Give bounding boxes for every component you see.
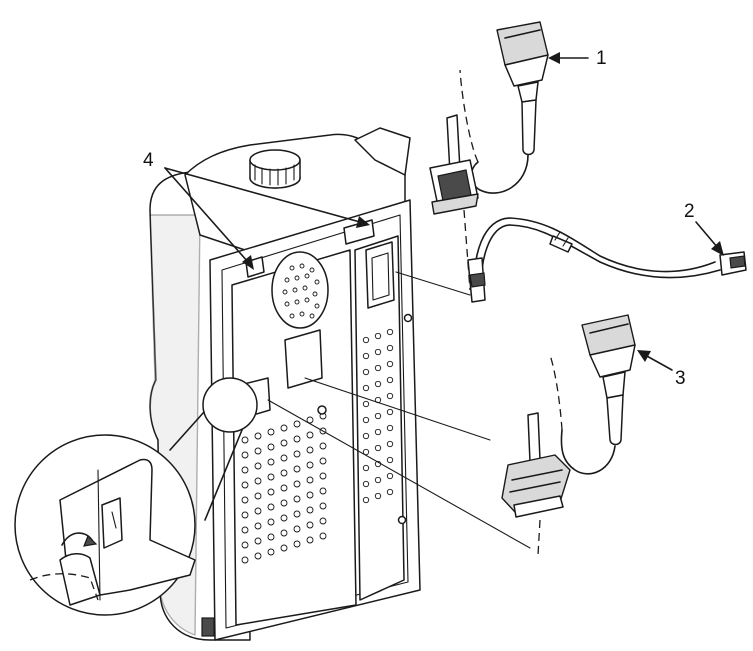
vent-grid-right	[362, 328, 394, 504]
callout-arrows	[164, 52, 724, 371]
callout-label-1: 1	[596, 48, 607, 69]
vent-grid-left	[241, 412, 327, 564]
serial-port	[284, 329, 323, 389]
leader-lines	[267, 271, 531, 549]
knob-icon	[249, 149, 301, 189]
detail-zoom-inset	[14, 377, 258, 616]
fan-grille	[271, 251, 329, 329]
serial-cable-connector	[501, 314, 636, 556]
printer-body	[148, 127, 421, 641]
callout-label-2: 2	[684, 201, 695, 222]
callout-label-3: 3	[675, 368, 686, 389]
usb-cable-connector	[467, 217, 747, 303]
callout-label-4: 4	[143, 150, 154, 171]
parallel-cable-connector	[429, 21, 549, 291]
